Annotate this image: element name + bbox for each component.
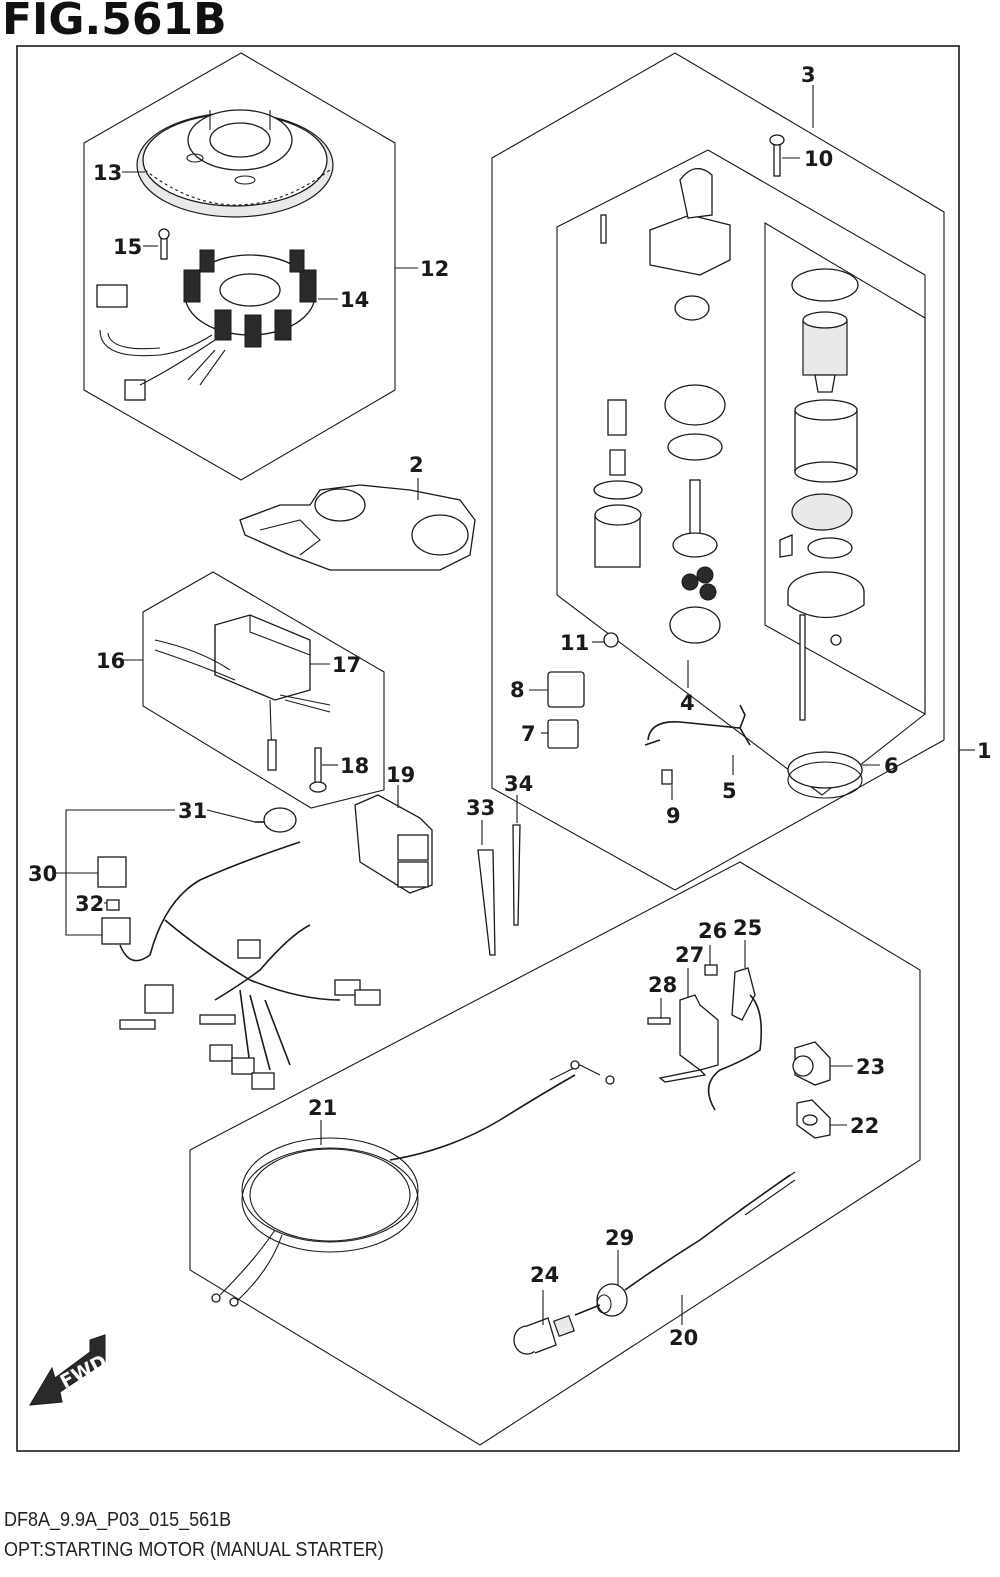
callout-15: 15 (113, 235, 142, 259)
callout-24: 24 (530, 1263, 559, 1287)
callout-5: 5 (722, 779, 737, 803)
switch-assembly-part (647, 964, 763, 1111)
outer-frame (16, 45, 960, 1452)
callout-13: 13 (93, 161, 122, 185)
callout-34: 34 (504, 772, 533, 796)
callout-16: 16 (96, 649, 125, 673)
fwd-direction-arrow: FWD (29, 1334, 111, 1406)
callout-11: 11 (560, 631, 589, 655)
group-4-outline (764, 222, 926, 715)
gears-part (664, 295, 726, 644)
stator-part (96, 249, 317, 401)
wiring-harness-part (97, 807, 381, 1090)
bracket-5-part (644, 704, 751, 746)
motor-housing-part (794, 399, 858, 483)
figure-title: FIG.561B (2, 0, 227, 45)
callout-23: 23 (856, 1055, 885, 1079)
plate-part (239, 484, 476, 571)
figure-description: OPT:STARTING MOTOR (MANUAL STARTER) (4, 1539, 384, 1561)
callout-30: 30 (28, 862, 57, 886)
callout-19: 19 (386, 763, 415, 787)
flywheel-part (136, 109, 334, 218)
callout-28: 28 (648, 973, 677, 997)
callout-18: 18 (340, 754, 369, 778)
callout-1: 1 (977, 739, 992, 763)
group-1-outline (491, 52, 945, 891)
bolt-18-head (309, 781, 327, 793)
battery-cable-21-part (211, 1060, 615, 1307)
callout-12: 12 (420, 257, 449, 281)
regulator-part (154, 614, 331, 771)
relay-7-part (547, 719, 579, 749)
bolt-10-head (769, 134, 785, 146)
callout-9: 9 (666, 804, 681, 828)
group-3-outline (556, 149, 926, 796)
callout-7: 7 (521, 722, 536, 746)
starter-solenoid-part (649, 168, 731, 276)
group-16-outline (142, 571, 385, 809)
callout-25: 25 (733, 916, 762, 940)
callout-22: 22 (850, 1114, 879, 1138)
callout-3: 3 (801, 63, 816, 87)
callout-14: 14 (340, 288, 369, 312)
plate-22-part (796, 1099, 831, 1139)
callout-31: 31 (178, 799, 207, 823)
callout-29: 29 (605, 1226, 634, 1250)
callout-32: 32 (75, 892, 104, 916)
band-6-part (787, 751, 863, 799)
callout-20: 20 (669, 1326, 698, 1350)
figure-code: DF8A_9.9A_P03_015_561B (4, 1509, 232, 1531)
leader-lines (56, 85, 975, 1325)
nut-11-part (603, 632, 619, 648)
callout-27: 27 (675, 943, 704, 967)
callout-26: 26 (698, 919, 727, 943)
bolt-9-part (661, 769, 673, 785)
group-12-outline (83, 52, 396, 481)
motor-yoke-part (593, 399, 643, 568)
relay-cover-8-part (547, 671, 585, 708)
nut-29-part (596, 1283, 628, 1317)
tie-34-part (512, 824, 521, 926)
solenoid-bolt-part (600, 214, 607, 244)
callout-21: 21 (308, 1096, 337, 1120)
tie-33-part (477, 849, 496, 956)
bolt-18-part (314, 747, 322, 785)
group-20-outline (189, 861, 921, 1446)
armature-part (791, 268, 859, 393)
callout-6: 6 (884, 754, 899, 778)
callout-10: 10 (804, 147, 833, 171)
control-unit-19-part (354, 794, 433, 894)
callout-8: 8 (510, 678, 525, 702)
callout-33: 33 (466, 796, 495, 820)
callout-labels: 1 2 3 4 5 6 7 8 9 10 11 12 13 14 15 16 1… (28, 63, 992, 1350)
end-cover-part (787, 571, 865, 721)
brush-holder-part (779, 493, 853, 559)
callout-4: 4 (680, 691, 695, 715)
callout-17: 17 (332, 653, 361, 677)
screw-15-head (158, 228, 170, 240)
grommet-23-part (792, 1041, 831, 1086)
callout-2: 2 (409, 453, 424, 477)
lead-20-wires (739, 1171, 796, 1216)
starter-switch-24-part (513, 1314, 576, 1355)
